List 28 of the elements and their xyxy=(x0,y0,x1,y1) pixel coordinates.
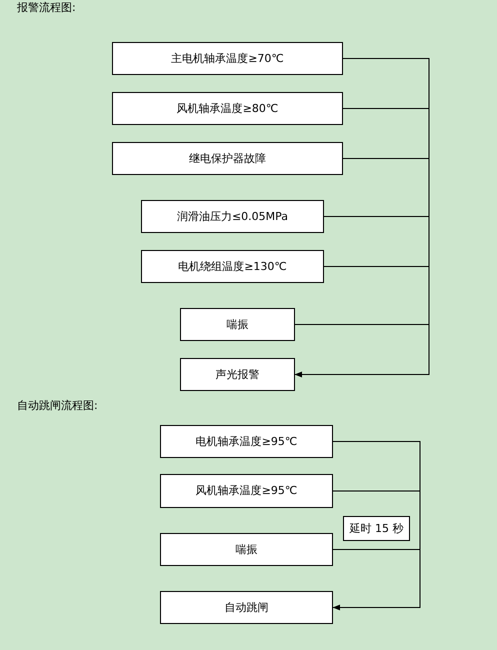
box-text: 主电机轴承温度≥70℃ xyxy=(171,52,284,65)
process-box xyxy=(141,200,324,233)
process-box xyxy=(112,92,343,125)
process-box xyxy=(160,591,333,624)
box-text: 自动跳闸 xyxy=(224,601,268,614)
box-text: 声光报警 xyxy=(216,368,260,381)
note-box xyxy=(343,516,410,541)
box-text: 延时 15 秒 xyxy=(350,522,404,535)
box-text: 继电保护器故障 xyxy=(189,152,266,165)
box-text: 喘振 xyxy=(226,318,248,331)
process-box xyxy=(180,308,295,341)
process-box xyxy=(160,425,333,458)
process-box xyxy=(112,42,343,75)
box-text: 润滑油压力≤0.05MPa xyxy=(176,210,288,223)
section-heading: 自动跳闸流程图: xyxy=(17,398,98,413)
process-box xyxy=(112,142,343,175)
arrow xyxy=(332,549,420,610)
box-text: 喘振 xyxy=(236,543,258,556)
process-box xyxy=(180,358,295,391)
section-heading: 报警流程图: xyxy=(17,0,76,15)
process-box xyxy=(141,250,324,283)
box-text: 电机绕组温度≥130℃ xyxy=(178,260,287,273)
arrow xyxy=(294,324,430,378)
box-text: 电机轴承温度≥95℃ xyxy=(196,435,298,448)
box-text: 风机轴承温度≥95℃ xyxy=(196,484,298,497)
process-box xyxy=(160,474,333,508)
box-text: 风机轴承温度≥80℃ xyxy=(176,102,278,115)
process-box xyxy=(160,533,333,566)
